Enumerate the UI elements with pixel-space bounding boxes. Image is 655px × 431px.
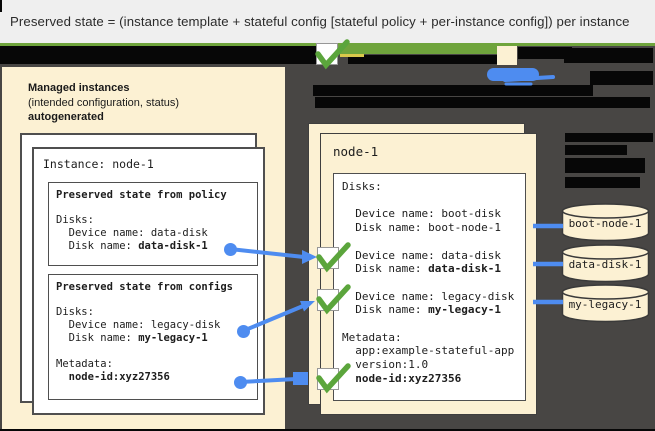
corner-mark [0,0,2,12]
redacted-bar [565,133,653,142]
code-line: version:1.0 [342,358,429,372]
code-line [342,276,525,290]
yellow-mark [340,54,364,57]
redacted-bar [348,55,497,64]
code-line: Disks: [56,306,94,318]
redacted-bar [313,85,593,96]
image-bottom-border [0,429,655,431]
disk-cylinder-data: data-disk-1 [561,243,651,285]
code-line [56,345,250,358]
caption-line: Managed instances [28,82,130,94]
disk-cylinder-boot: boot-node-1 [561,202,651,244]
code-line: Metadata: [342,330,402,344]
code-line: Disks: [342,180,382,193]
redacted-bar [0,46,316,64]
code-line [342,194,525,208]
instance-label: Instance: node-1 [43,157,154,171]
box-title: Preserved state from policy [56,189,227,201]
disk-label: boot-node-1 [568,217,642,230]
code-line [342,235,525,249]
connector-dot [236,324,250,338]
connector-dot [223,242,237,256]
disk-label: data-disk-1 [568,258,642,271]
code-line [342,317,525,331]
green-arrow-line [338,46,498,54]
caption-line: (intended configuration, status) [28,96,180,109]
checkmark-icon [316,284,351,315]
code-line: Disk name: my-legacy-1 [56,332,208,344]
checkmark-icon [316,242,351,273]
disk-cylinder-legacy: my-legacy-1 [561,283,651,325]
code-line: Device name: legacy-disk [56,319,221,331]
preserved-state-policy-box: Preserved state from policy Disks: Devic… [48,182,258,266]
redacted-bar [565,177,640,188]
code-line: Disk name: my-legacy-1 [342,303,501,317]
node-state-box: Disks: Device name: boot-disk Disk name:… [333,173,526,401]
disk-icon [561,203,650,242]
small-cream-box [497,46,517,65]
code-line: app:example-stateful-app [342,344,515,358]
redacted-bar [565,158,645,173]
disk-icon [561,244,650,283]
code-block: Disks: Device name: legacy-disk Disk nam… [56,293,250,384]
code-line: Device name: data-disk [56,227,208,239]
code-line: node-id:xyz27356 [355,371,462,385]
panel-caption: Managed instances (intended configuratio… [28,81,179,125]
code-line: Device name: legacy-disk [342,289,515,303]
page-title: Preserved state = (instance template + s… [10,14,630,29]
code-line: Device name: data-disk [342,248,501,262]
code-line [56,201,250,214]
preserved-state-configs-box: Preserved state from configs Disks: Devi… [48,274,258,400]
redacted-bar [518,47,572,59]
code-line: Disk name: data-disk-1 [342,262,501,276]
title-bar: Preserved state = (instance template + s… [0,0,655,43]
node-card: node-1 Disks: Device name: boot-disk Dis… [320,133,537,415]
code-line: Device name: boot-disk [342,207,501,221]
caption-line: autogenerated [28,111,104,123]
code-line: Metadata: [56,358,113,370]
box-title: Preserved state from configs [56,281,234,293]
code-line: node-id:xyz27356 [68,371,170,383]
node-title: node-1 [333,144,379,159]
code-line: Disk name: data-disk-1 [56,240,208,252]
code-line: Disk name: boot-node-1 [342,221,501,235]
code-line: Disks: [56,214,94,226]
disk-label: my-legacy-1 [568,298,642,311]
redacted-bar [565,145,627,155]
code-block: Disks: Device name: boot-disk Disk name:… [342,180,525,386]
checkmark-icon [316,363,351,394]
code-line [56,293,250,306]
redacted-bar [564,48,653,63]
redacted-bar [315,97,650,108]
checkmark-icon [315,39,350,70]
disk-icon [561,284,650,323]
code-block: Disks: Device name: data-disk Disk name:… [56,201,250,253]
connector-dot [233,375,247,389]
redacted-bar [590,71,653,85]
